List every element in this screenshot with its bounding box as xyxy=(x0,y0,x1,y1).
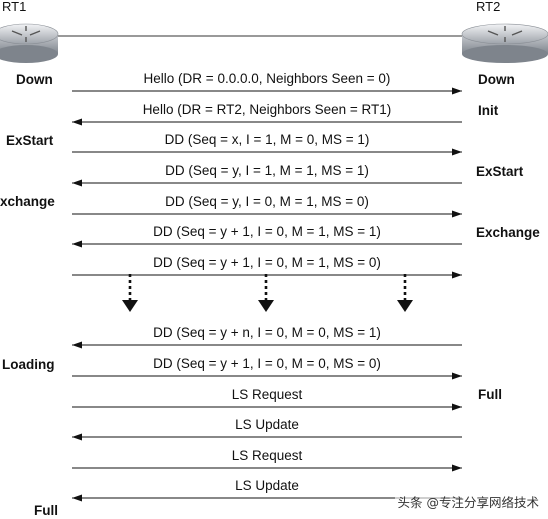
left-state-full: Full xyxy=(34,503,58,518)
message-label: LS Update xyxy=(235,478,299,493)
message-arrow-left xyxy=(72,179,462,187)
left-state-exchange: xchange xyxy=(0,194,55,209)
message-label: LS Request xyxy=(231,448,303,463)
router-name-rt2: RT2 xyxy=(476,0,501,14)
message-label: DD (Seq = y, I = 0, M = 1, MS = 0) xyxy=(165,194,369,209)
message-arrow-right xyxy=(72,210,462,218)
right-state-exstart: ExStart xyxy=(476,164,524,179)
router-icon xyxy=(0,23,59,63)
message-label: DD (Seq = y + 1, I = 0, M = 1, MS = 1) xyxy=(153,224,381,239)
message-label: Hello (DR = 0.0.0.0, Neighbors Seen = 0) xyxy=(143,71,391,86)
message-arrow-left xyxy=(72,341,462,349)
message-label: LS Request xyxy=(231,387,303,402)
dotted-down-arrow-icon xyxy=(258,274,274,312)
message-label: DD (Seq = x, I = 1, M = 0, MS = 1) xyxy=(164,132,370,147)
right-state-down: Down xyxy=(478,72,515,87)
message-arrow-right xyxy=(72,464,462,472)
message-label: DD (Seq = y, I = 1, M = 1, MS = 1) xyxy=(165,163,369,178)
router-name-rt1: RT1 xyxy=(2,0,27,14)
left-state-down: Down xyxy=(16,72,53,87)
right-state-exchange: Exchange xyxy=(476,225,540,240)
watermark: 头条 @专注分享网络技术 xyxy=(394,491,542,512)
message-arrow-right xyxy=(72,372,462,380)
message-arrow-right xyxy=(72,87,462,95)
left-state-exstart: ExStart xyxy=(6,133,54,148)
message-label: DD (Seq = y + n, I = 0, M = 0, MS = 1) xyxy=(153,325,381,340)
right-state-full: Full xyxy=(478,387,502,402)
message-arrow-right xyxy=(72,403,462,411)
router-icon xyxy=(461,23,548,63)
left-state-loading: Loading xyxy=(2,357,55,372)
message-label: DD (Seq = y + 1, I = 0, M = 1, MS = 0) xyxy=(153,255,381,270)
message-label: DD (Seq = y + 1, I = 0, M = 0, MS = 0) xyxy=(153,356,381,371)
message-arrow-left xyxy=(72,433,462,441)
message-arrow-left xyxy=(72,240,462,248)
dotted-down-arrow-icon xyxy=(397,274,413,312)
message-arrow-right xyxy=(72,148,462,156)
right-state-init: Init xyxy=(478,103,499,118)
message-label: LS Update xyxy=(235,417,299,432)
message-label: Hello (DR = RT2, Neighbors Seen = RT1) xyxy=(142,102,392,117)
message-arrow-left xyxy=(72,118,462,126)
dotted-down-arrow-icon xyxy=(122,274,138,312)
